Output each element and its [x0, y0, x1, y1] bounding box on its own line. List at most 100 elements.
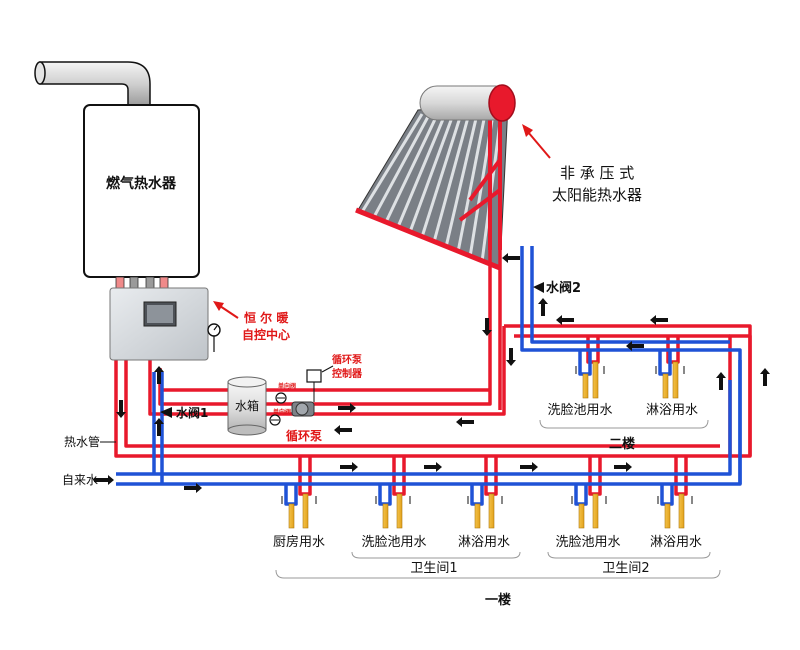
floor2-label: 二楼: [609, 436, 635, 452]
arrow-left-icon: [556, 315, 574, 325]
floor1-fixtures: 厨房用水 洗脸池用水 淋浴用水 洗脸池用水 淋浴用水 卫生间1 卫生间2 一楼: [273, 534, 721, 608]
arrow-up-icon: [760, 368, 770, 386]
arrow-left-icon: [456, 417, 474, 427]
gas-water-heater: 燃气热水器: [34, 61, 200, 290]
hot-pipe-floor2: [504, 324, 752, 456]
arrow-right-icon: [340, 462, 358, 472]
cold-main-outer: [116, 380, 732, 476]
cold-drop-f1-2: [378, 484, 392, 506]
pump-label: 循环泵: [286, 428, 322, 443]
fixture-label-f1-4: 洗脸池用水: [555, 535, 620, 550]
arrow-up-icon: [716, 372, 726, 390]
faucet: [488, 493, 495, 529]
arrow-right-icon: [338, 403, 356, 413]
controller-screen-inner: [147, 305, 173, 323]
valve2-icon: [533, 282, 544, 293]
faucet: [592, 361, 599, 399]
hot-pipe-solar-return: [148, 326, 506, 416]
tap-water-label: 自来水: [62, 473, 98, 487]
solar-frame-leg: [458, 112, 502, 250]
bathroom2-bracket: [547, 551, 711, 559]
faucets: [288, 361, 685, 529]
arrow-left-icon: [502, 253, 520, 263]
check-valve-bottom-label: 单向阀: [273, 408, 291, 416]
solar-label-line2: 太阳能热水器: [552, 186, 642, 204]
arrow-right-icon: [184, 483, 202, 493]
check-valve-top-label: 单向阀: [278, 382, 296, 390]
faucet: [672, 361, 679, 399]
cold-solar-feed-inner: [530, 246, 730, 344]
floor1-label: 一楼: [485, 592, 511, 608]
bathroom1-label: 卫生间1: [410, 561, 457, 576]
cold-drop-f1-3: [470, 484, 484, 506]
cold-drop-f1-5: [660, 484, 674, 506]
solar-frame: [355, 207, 501, 271]
water-tank: 水箱: [227, 376, 267, 436]
valve-1: 水阀1: [160, 405, 208, 420]
tank-bottom: [227, 424, 267, 436]
valve1-label: 水阀1: [176, 405, 208, 420]
arrow-up-icon: [154, 366, 164, 384]
pump-controller-pointer: [321, 365, 334, 373]
fixture-drop-arrows: [281, 366, 693, 504]
floor2-bracket: [539, 419, 709, 429]
fixture-label-f1-2: 洗脸池用水: [361, 535, 426, 550]
cold-drop-f2-2: [658, 350, 672, 376]
bathroom1-bracket: [351, 551, 521, 559]
tank-top: [227, 376, 267, 388]
bathroom2-label: 卫生间2: [602, 561, 649, 576]
heater-connector: [115, 276, 125, 290]
fixture-label-f2-1: 洗脸池用水: [547, 403, 612, 418]
arrow-right-icon: [614, 462, 632, 472]
floor1-bracket: [275, 569, 721, 579]
faucet: [302, 493, 309, 529]
fixture-label-f2-2: 淋浴用水: [646, 403, 698, 418]
faucet: [396, 493, 403, 529]
cold-pipe-left: [152, 372, 164, 484]
floor2-fixtures: 洗脸池用水 淋浴用水 二楼: [539, 403, 709, 452]
circulation-pump-assembly: 单向阀 单向阀 循环泵 循环泵 控制器: [269, 353, 363, 443]
cold-drop-f2-1: [578, 350, 592, 376]
gauge-needle: [213, 325, 218, 331]
arrow-down-icon: [482, 318, 492, 336]
solar-label-line1: 非 承 压 式: [560, 164, 634, 182]
faucet: [592, 493, 599, 529]
arrow-left-icon: [334, 425, 352, 435]
valve2-label: 水阀2: [546, 280, 581, 296]
fixture-label-f1-3: 淋浴用水: [458, 535, 510, 550]
flue-pipe: [39, 61, 151, 107]
valve-2: 水阀2: [533, 280, 581, 296]
control-center: 恒 尔 暖 自控中心: [109, 287, 290, 361]
arrow-down-icon: [506, 348, 516, 366]
pump-controller-box: [306, 369, 322, 383]
flow-arrows: [94, 253, 770, 493]
controller-label-line1: 恒 尔 暖: [244, 310, 289, 325]
heater-connector: [145, 276, 155, 290]
heater-connector: [159, 276, 169, 290]
arrow-down-icon: [116, 400, 126, 418]
gas-heater-label: 燃气热水器: [106, 175, 177, 192]
pump-controller-label-line2: 控制器: [332, 367, 363, 380]
faucet: [582, 373, 589, 399]
arrow-right-icon: [520, 462, 538, 472]
hot-water-pipes: [114, 248, 752, 496]
flue-opening: [34, 61, 46, 85]
controller-label-line2: 自控中心: [242, 327, 290, 342]
heater-connector: [129, 276, 139, 290]
vacuum-tubes: [360, 106, 504, 263]
valve1-icon: [160, 407, 172, 418]
hot-pipe-left-inner: [124, 360, 720, 448]
faucet: [578, 503, 585, 529]
hot-pipe-label: 热水管: [64, 434, 100, 449]
faucet: [664, 503, 671, 529]
fixture-label-f1-5: 淋浴用水: [650, 535, 702, 550]
arrow-right-icon: [94, 475, 114, 485]
tank-label: 水箱: [235, 398, 259, 413]
pump-controller-label-line1: 循环泵: [332, 353, 363, 366]
hot-pipe-left-outer: [114, 360, 730, 458]
arrow-left-icon: [626, 341, 644, 351]
faucet: [662, 373, 669, 399]
gas-heater-body: [83, 104, 200, 278]
arrow-right-icon: [424, 462, 442, 472]
